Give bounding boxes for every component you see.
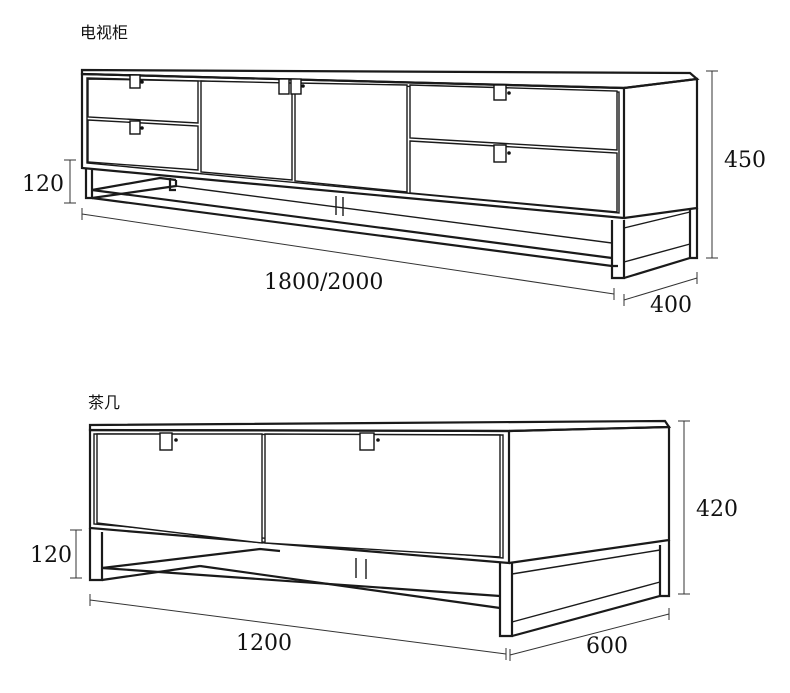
coffee-table-side bbox=[508, 425, 671, 565]
tv-door-right bbox=[294, 82, 408, 193]
tv-cabinet-drawing: 电视柜 bbox=[22, 23, 766, 318]
handle-icon bbox=[129, 74, 144, 89]
handle-icon bbox=[129, 120, 144, 135]
coffee-drawer-left bbox=[96, 433, 263, 544]
tv-drawer-left-top bbox=[87, 78, 199, 124]
coffee-table-dimension-lines bbox=[70, 420, 690, 661]
tv-drawer-right-bottom bbox=[409, 140, 618, 213]
tv-cabinet-title: 电视柜 bbox=[80, 23, 128, 42]
tv-door-left bbox=[200, 80, 293, 181]
tv-cabinet-leg-height-label: 120 bbox=[22, 172, 64, 197]
tv-cabinet-side bbox=[623, 77, 699, 220]
tv-drawer-right-top bbox=[409, 84, 618, 151]
coffee-table-base-frame bbox=[88, 528, 671, 638]
coffee-table-height-label: 420 bbox=[696, 497, 738, 522]
coffee-table-length-label: 1200 bbox=[236, 631, 292, 656]
tv-cabinet-base-frame bbox=[84, 168, 699, 280]
tv-cabinet-dimension-lines bbox=[64, 70, 718, 306]
coffee-drawer-right bbox=[264, 433, 501, 558]
tv-cabinet-height-label: 450 bbox=[724, 148, 766, 173]
coffee-table-depth-label: 600 bbox=[586, 634, 628, 659]
tv-cabinet-length-label: 1800/2000 bbox=[264, 270, 383, 295]
handle-icon bbox=[159, 432, 178, 451]
handle-icon bbox=[493, 144, 511, 163]
coffee-table-leg-height-label: 120 bbox=[30, 543, 72, 568]
coffee-table-drawing: 茶几 bbox=[30, 393, 738, 661]
handle-icon bbox=[278, 78, 305, 95]
handle-icon bbox=[359, 432, 380, 451]
tv-drawer-left-bottom bbox=[87, 119, 199, 171]
tv-cabinet-depth-label: 400 bbox=[650, 293, 692, 318]
coffee-table-title: 茶几 bbox=[88, 393, 120, 412]
handle-icon bbox=[493, 84, 511, 101]
